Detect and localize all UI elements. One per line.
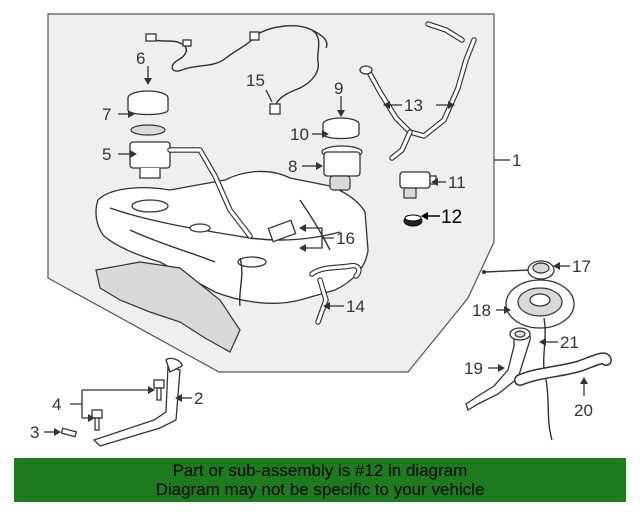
arrow-20 bbox=[580, 377, 588, 384]
arrow-9 bbox=[337, 110, 345, 117]
callout-19: 19 bbox=[464, 359, 483, 378]
arrow-13b bbox=[448, 101, 455, 109]
callout-17: 17 bbox=[572, 257, 591, 276]
arrow-19 bbox=[498, 364, 505, 372]
arrow-2 bbox=[175, 394, 182, 402]
callout-21: 21 bbox=[560, 333, 579, 352]
part-18-filler-housing bbox=[505, 279, 575, 329]
banner-line-2: Diagram may not be specific to your vehi… bbox=[155, 480, 485, 499]
part-15-harness-b bbox=[311, 29, 328, 49]
callout-6: 6 bbox=[136, 49, 145, 68]
arrow-14 bbox=[323, 302, 330, 310]
part-13-vapor-tube bbox=[359, 21, 477, 161]
part-15-connector-2 bbox=[269, 103, 281, 115]
arrow-16b bbox=[299, 244, 306, 252]
leader-15 bbox=[265, 89, 273, 103]
arrow-5 bbox=[130, 150, 137, 158]
callout-1: 1 bbox=[512, 151, 521, 170]
callout-11: 11 bbox=[448, 173, 466, 192]
part-21-drain-hose bbox=[543, 317, 553, 441]
arrow-17 bbox=[553, 262, 560, 270]
arrow-4a bbox=[148, 386, 155, 394]
part-11-valve bbox=[399, 171, 437, 199]
callout-5: 5 bbox=[102, 145, 111, 164]
part-17-filler-cap bbox=[482, 260, 555, 280]
part-9-lock-ring bbox=[322, 117, 360, 140]
leader-4 bbox=[70, 389, 150, 419]
callout-10: 10 bbox=[290, 125, 309, 144]
arrow-13 bbox=[383, 101, 390, 109]
arrow-3 bbox=[54, 428, 61, 436]
banner-line-1: Part or sub-assembly is #12 in diagram bbox=[172, 461, 468, 480]
arrow-18 bbox=[504, 306, 511, 314]
arrow-8 bbox=[316, 162, 323, 170]
part-6-harness bbox=[149, 37, 255, 72]
callout-4: 4 bbox=[52, 395, 61, 414]
callout-2: 2 bbox=[194, 389, 203, 408]
info-banner: Part or sub-assembly is #12 in diagram D… bbox=[14, 458, 626, 502]
arrow-10 bbox=[322, 130, 329, 138]
callout-7: 7 bbox=[102, 105, 111, 124]
arrow-11 bbox=[431, 178, 438, 186]
fuel-tank bbox=[95, 170, 369, 353]
callout-18: 18 bbox=[472, 301, 491, 320]
part-15-harness bbox=[253, 25, 320, 105]
part-7-lock-ring bbox=[127, 90, 169, 136]
arrow-16a bbox=[299, 224, 306, 232]
part-12-grommet bbox=[403, 214, 423, 227]
arrow-21 bbox=[539, 338, 546, 346]
arrow-12 bbox=[421, 212, 428, 220]
part-14-tube-inner bbox=[310, 264, 361, 324]
part-8-sender-unit bbox=[321, 145, 363, 191]
part-15-connector bbox=[249, 31, 260, 41]
part-6-connector-2 bbox=[182, 39, 192, 47]
callout-15: 15 bbox=[246, 71, 265, 90]
callout-13: 13 bbox=[404, 96, 423, 115]
callout-9: 9 bbox=[334, 79, 343, 98]
arrow-6 bbox=[144, 78, 152, 85]
callout-20: 20 bbox=[574, 401, 593, 420]
arrow-4b bbox=[88, 414, 95, 422]
callout-3: 3 bbox=[30, 423, 39, 442]
part-3-bolt bbox=[60, 427, 78, 438]
callout-14: 14 bbox=[346, 297, 365, 316]
part-6-connector bbox=[145, 33, 157, 42]
callout-16: 16 bbox=[336, 229, 355, 248]
part-20-vent-hose bbox=[514, 352, 612, 386]
arrow-7 bbox=[128, 110, 135, 118]
leader-16 bbox=[306, 227, 334, 249]
part-19-filler-pipe bbox=[465, 327, 531, 411]
part-4-bolts bbox=[91, 379, 165, 431]
parts-diagram: 1 2 3 4 5 6 7 8 9 10 11 12 13 14 15 16 1… bbox=[30, 13, 612, 447]
part-2-strap bbox=[92, 357, 183, 447]
callout-12: 12 bbox=[441, 207, 462, 228]
part-5-pump-module bbox=[129, 141, 253, 239]
callout-8: 8 bbox=[288, 157, 297, 176]
